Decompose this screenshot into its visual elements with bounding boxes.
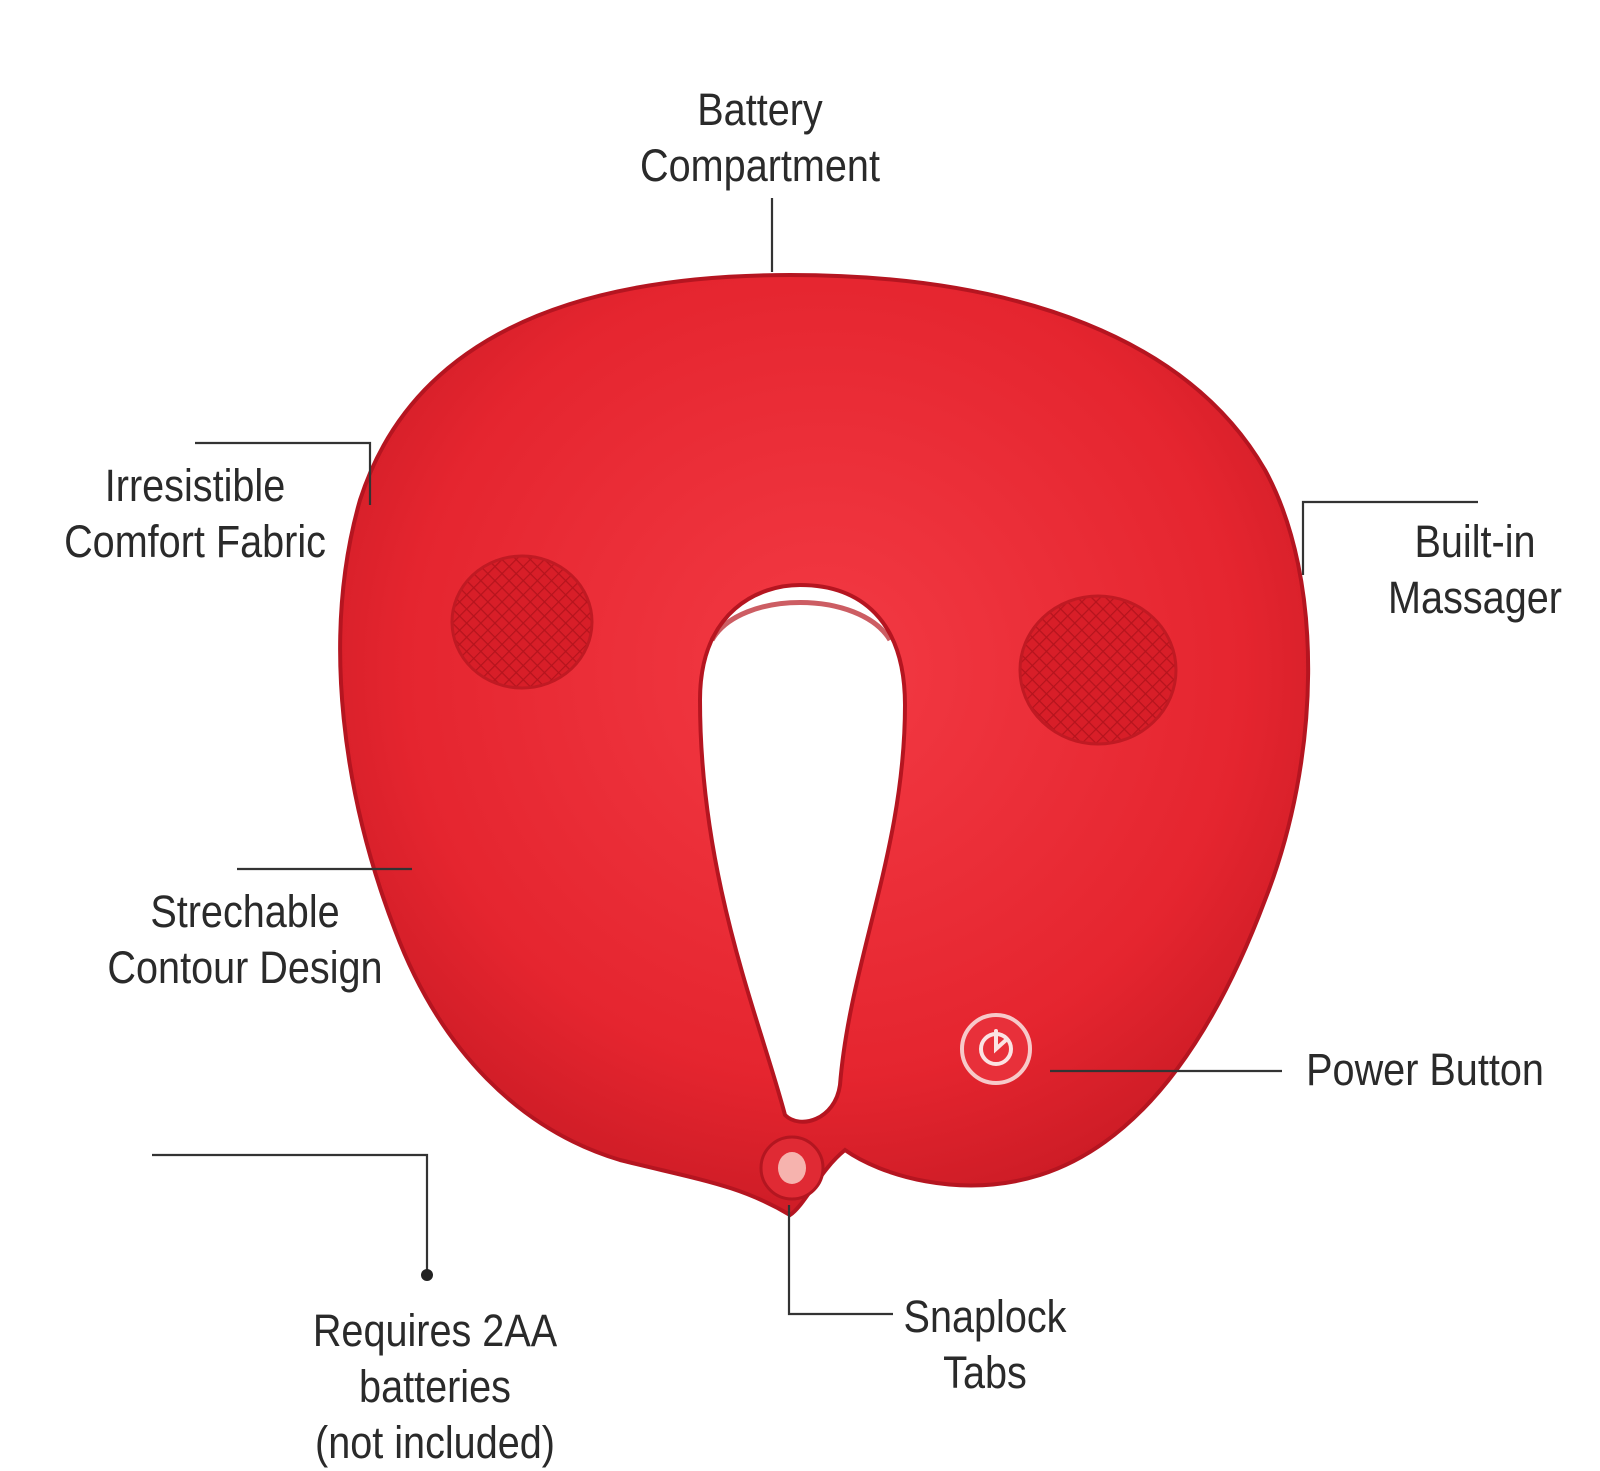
- leader-fabric: [195, 441, 372, 505]
- label-line: batteries: [359, 1361, 511, 1412]
- label-line: Tabs: [943, 1347, 1027, 1398]
- snaplock-tab-icon: [759, 1135, 825, 1201]
- label-line: Compartment: [640, 140, 880, 191]
- label-contour-design: Strechable Contour Design: [104, 884, 386, 996]
- leader-batteries-note: [152, 1153, 429, 1272]
- label-line: Comfort Fabric: [64, 516, 326, 567]
- label-line: Power Button: [1306, 1044, 1544, 1095]
- massager-pad-left: [450, 554, 594, 690]
- label-line: Massager: [1388, 572, 1562, 623]
- label-batteries-note: Requires 2AA batteries (not included): [307, 1303, 562, 1471]
- label-line: Built-in: [1414, 516, 1536, 567]
- label-built-in-massager: Built-in Massager: [1378, 514, 1572, 626]
- neck-pillow: [338, 272, 1311, 1218]
- label-line: (not included): [315, 1417, 555, 1468]
- label-line: Snaplock: [903, 1291, 1067, 1342]
- label-line: Strechable: [150, 886, 340, 937]
- label-snaplock-tabs: Snaplock Tabs: [893, 1289, 1078, 1401]
- label-power-button: Power Button: [1293, 1042, 1557, 1098]
- leader-dot: [421, 1269, 433, 1281]
- massager-pad-right: [1018, 594, 1178, 746]
- label-comfort-fabric: Irresistible Comfort Fabric: [63, 458, 327, 570]
- label-battery-compartment: Battery Compartment: [637, 82, 883, 194]
- leader-massager: [1301, 500, 1478, 575]
- label-line: Battery: [697, 84, 823, 135]
- power-button-icon: [960, 1013, 1032, 1085]
- leader-snaplock: [787, 1205, 893, 1316]
- leader-lines: [152, 198, 1478, 1316]
- label-line: Contour Design: [107, 942, 383, 993]
- label-line: Requires 2AA: [312, 1305, 558, 1356]
- label-line: Irresistible: [104, 460, 286, 511]
- pillow-inner-rim: [709, 600, 893, 642]
